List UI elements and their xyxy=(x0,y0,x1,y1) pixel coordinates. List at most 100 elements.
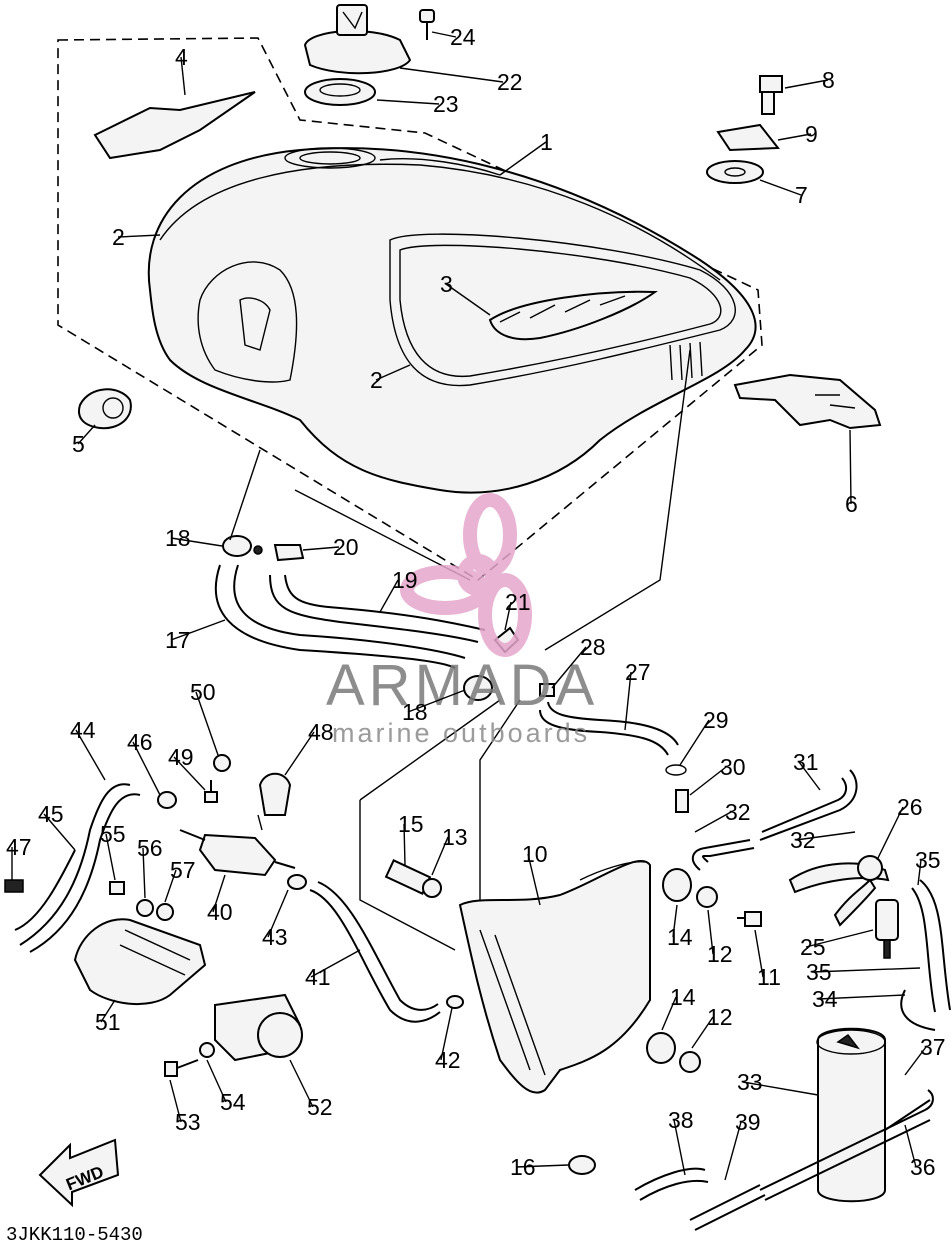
leader-line-14 xyxy=(661,996,677,1031)
part-number-label: 43 xyxy=(262,924,288,950)
part-number-label: 30 xyxy=(720,754,746,780)
tank-assembly-outline xyxy=(57,37,763,581)
part-number-label: 32 xyxy=(790,827,816,853)
callout-5: 5 xyxy=(72,424,96,457)
part-number-label: 32 xyxy=(725,799,751,825)
callout-53: 53 xyxy=(169,1079,201,1135)
pump-collar xyxy=(156,903,174,921)
part-number-label: 37 xyxy=(920,1034,946,1060)
leader-line-23 xyxy=(376,99,440,105)
callout-35: 35 xyxy=(806,959,921,985)
overflow-hose xyxy=(900,989,936,1031)
callout-36: 36 xyxy=(904,1124,936,1180)
part-number-label: 20 xyxy=(333,534,359,560)
part-number-label: 36 xyxy=(910,1154,936,1180)
part-number-label: 17 xyxy=(165,627,191,653)
leader-line-37 xyxy=(904,1046,927,1076)
leader-line-25 xyxy=(805,929,874,948)
part-number-label: 28 xyxy=(580,634,606,660)
pump-screw xyxy=(204,780,218,803)
watermark-tagline: marine outboards xyxy=(332,718,590,748)
callout-41: 41 xyxy=(305,949,361,990)
part-number-label: 54 xyxy=(220,1089,246,1115)
callout-15: 15 xyxy=(398,811,424,866)
leader-line-19 xyxy=(379,579,399,613)
leader-line-52 xyxy=(289,1059,314,1108)
callout-6: 6 xyxy=(845,429,858,517)
callout-7: 7 xyxy=(759,179,808,208)
callout-57: 57 xyxy=(164,857,196,903)
callout-22: 22 xyxy=(399,67,523,95)
leader-line-32 xyxy=(694,811,732,833)
leader-line-2 xyxy=(375,364,411,381)
lower-hose xyxy=(689,1184,761,1221)
fuel-pump xyxy=(179,829,296,877)
callout-2: 2 xyxy=(370,364,411,393)
callout-16: 16 xyxy=(510,1154,569,1180)
callout-44: 44 xyxy=(70,717,106,781)
leader-line-45 xyxy=(43,813,76,851)
part-number-label: 41 xyxy=(305,964,331,990)
fuel-filter-canister xyxy=(816,1027,931,1203)
callout-39: 39 xyxy=(724,1109,761,1181)
leader-line-34 xyxy=(817,994,906,1000)
leader-line-51 xyxy=(100,999,116,1023)
part-number-label: 4 xyxy=(175,44,188,70)
fuel-hose xyxy=(214,564,456,669)
callout-14: 14 xyxy=(667,904,693,950)
part-number-label: 50 xyxy=(190,679,216,705)
leader-line-30 xyxy=(689,766,727,796)
hose-clip-left xyxy=(157,791,177,809)
callout-35: 35 xyxy=(915,847,941,886)
reservoir-grommet-lower xyxy=(646,1032,676,1064)
leader-line-14 xyxy=(672,904,678,938)
callout-45: 45 xyxy=(38,801,76,851)
leader-line-35 xyxy=(811,967,921,973)
leader-line-24 xyxy=(431,31,457,38)
leader-line-33 xyxy=(742,1081,819,1096)
callout-29: 29 xyxy=(679,707,729,766)
callout-49: 49 xyxy=(168,744,206,791)
callout-23: 23 xyxy=(376,91,459,117)
small-clip xyxy=(665,764,687,776)
mount-damper xyxy=(706,160,764,184)
leader-line-16 xyxy=(515,1164,569,1168)
rear-mount-bracket xyxy=(733,373,882,430)
leader-line-44 xyxy=(75,729,106,781)
callout-55: 55 xyxy=(100,821,126,881)
mounting-bolt xyxy=(759,75,783,115)
fuel-valve-assembly xyxy=(788,855,899,959)
part-number-label: 57 xyxy=(170,857,196,883)
reservoir-nut xyxy=(422,878,442,898)
leader-line-57 xyxy=(164,869,177,903)
part-number-label: 24 xyxy=(450,24,476,50)
leader-line-55 xyxy=(105,833,116,881)
leader-line-39 xyxy=(724,1121,742,1181)
forward-direction-arrow: FWD xyxy=(38,1138,120,1208)
leader-line-15 xyxy=(403,823,406,866)
part-number-label: 18 xyxy=(402,699,428,725)
leader-line-20 xyxy=(302,546,340,551)
leader-line-35 xyxy=(917,859,922,886)
leader-line-43 xyxy=(267,889,289,938)
callout-9: 9 xyxy=(777,121,818,147)
mount-washer xyxy=(716,123,780,152)
part-number-label: 27 xyxy=(625,659,651,685)
leader-line-18 xyxy=(170,537,223,547)
part-number-label: 6 xyxy=(845,491,858,517)
drain-hose xyxy=(919,879,951,1011)
callout-19: 19 xyxy=(379,567,418,613)
callout-42: 42 xyxy=(435,1007,461,1073)
leader-line-49 xyxy=(173,756,206,791)
leader-line-2 xyxy=(117,234,161,238)
callout-1: 1 xyxy=(499,129,553,176)
pump-bracket xyxy=(257,772,292,831)
watermark-logo xyxy=(400,493,532,657)
part-number-label: 22 xyxy=(497,69,523,95)
part-number-label: 53 xyxy=(175,1109,201,1135)
leader-line-7 xyxy=(759,179,802,196)
small-nut xyxy=(446,995,464,1009)
breather-hose xyxy=(269,574,479,643)
small-clamp xyxy=(273,544,305,562)
leader-line-18 xyxy=(407,689,466,713)
